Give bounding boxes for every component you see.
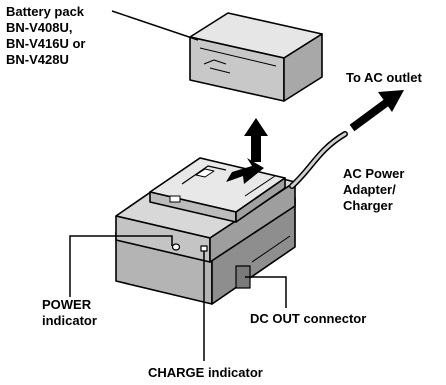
adapter-label-line-3: Charger — [343, 198, 393, 213]
charge-indicator-label: CHARGE indicator — [148, 365, 263, 381]
insert-arrow — [226, 118, 268, 184]
dcout-leader-line — [245, 276, 287, 308]
battery-pack — [189, 12, 323, 102]
battery-label-line-4: BN-V428U — [6, 52, 69, 67]
power-label-line-1: POWER — [42, 297, 92, 312]
ac-outlet-label: To AC outlet — [346, 70, 422, 86]
ac-outlet-text: To AC outlet — [346, 70, 422, 85]
battery-label-line-3: BN-V416U or — [6, 36, 86, 51]
power-cord — [289, 131, 348, 189]
battery-label-line-1: Battery pack — [6, 4, 85, 19]
charge-indicator-text: CHARGE indicator — [148, 365, 263, 380]
power-label-line-2: indicator — [42, 313, 97, 328]
battery-label-line-2: BN-V408U, — [6, 20, 73, 35]
power-indicator-label: POWER indicator — [42, 297, 97, 329]
adapter-label-line-2: Adapter/ — [343, 182, 396, 197]
charger-body — [115, 157, 296, 305]
power-leader-line — [69, 235, 173, 297]
adapter-label-line-1: AC Power — [343, 166, 405, 181]
battery-leader-line — [111, 10, 199, 41]
ac-outlet-arrow — [349, 90, 404, 132]
leader-lines — [69, 10, 287, 361]
battery-pack-label: Battery pack BN-V408U, BN-V416U or BN-V4… — [6, 4, 85, 68]
adapter-label: AC Power Adapter/ Charger — [343, 166, 404, 214]
dc-out-connector-label: DC OUT connector — [250, 311, 366, 327]
dc-out-text: DC OUT connector — [250, 311, 367, 326]
